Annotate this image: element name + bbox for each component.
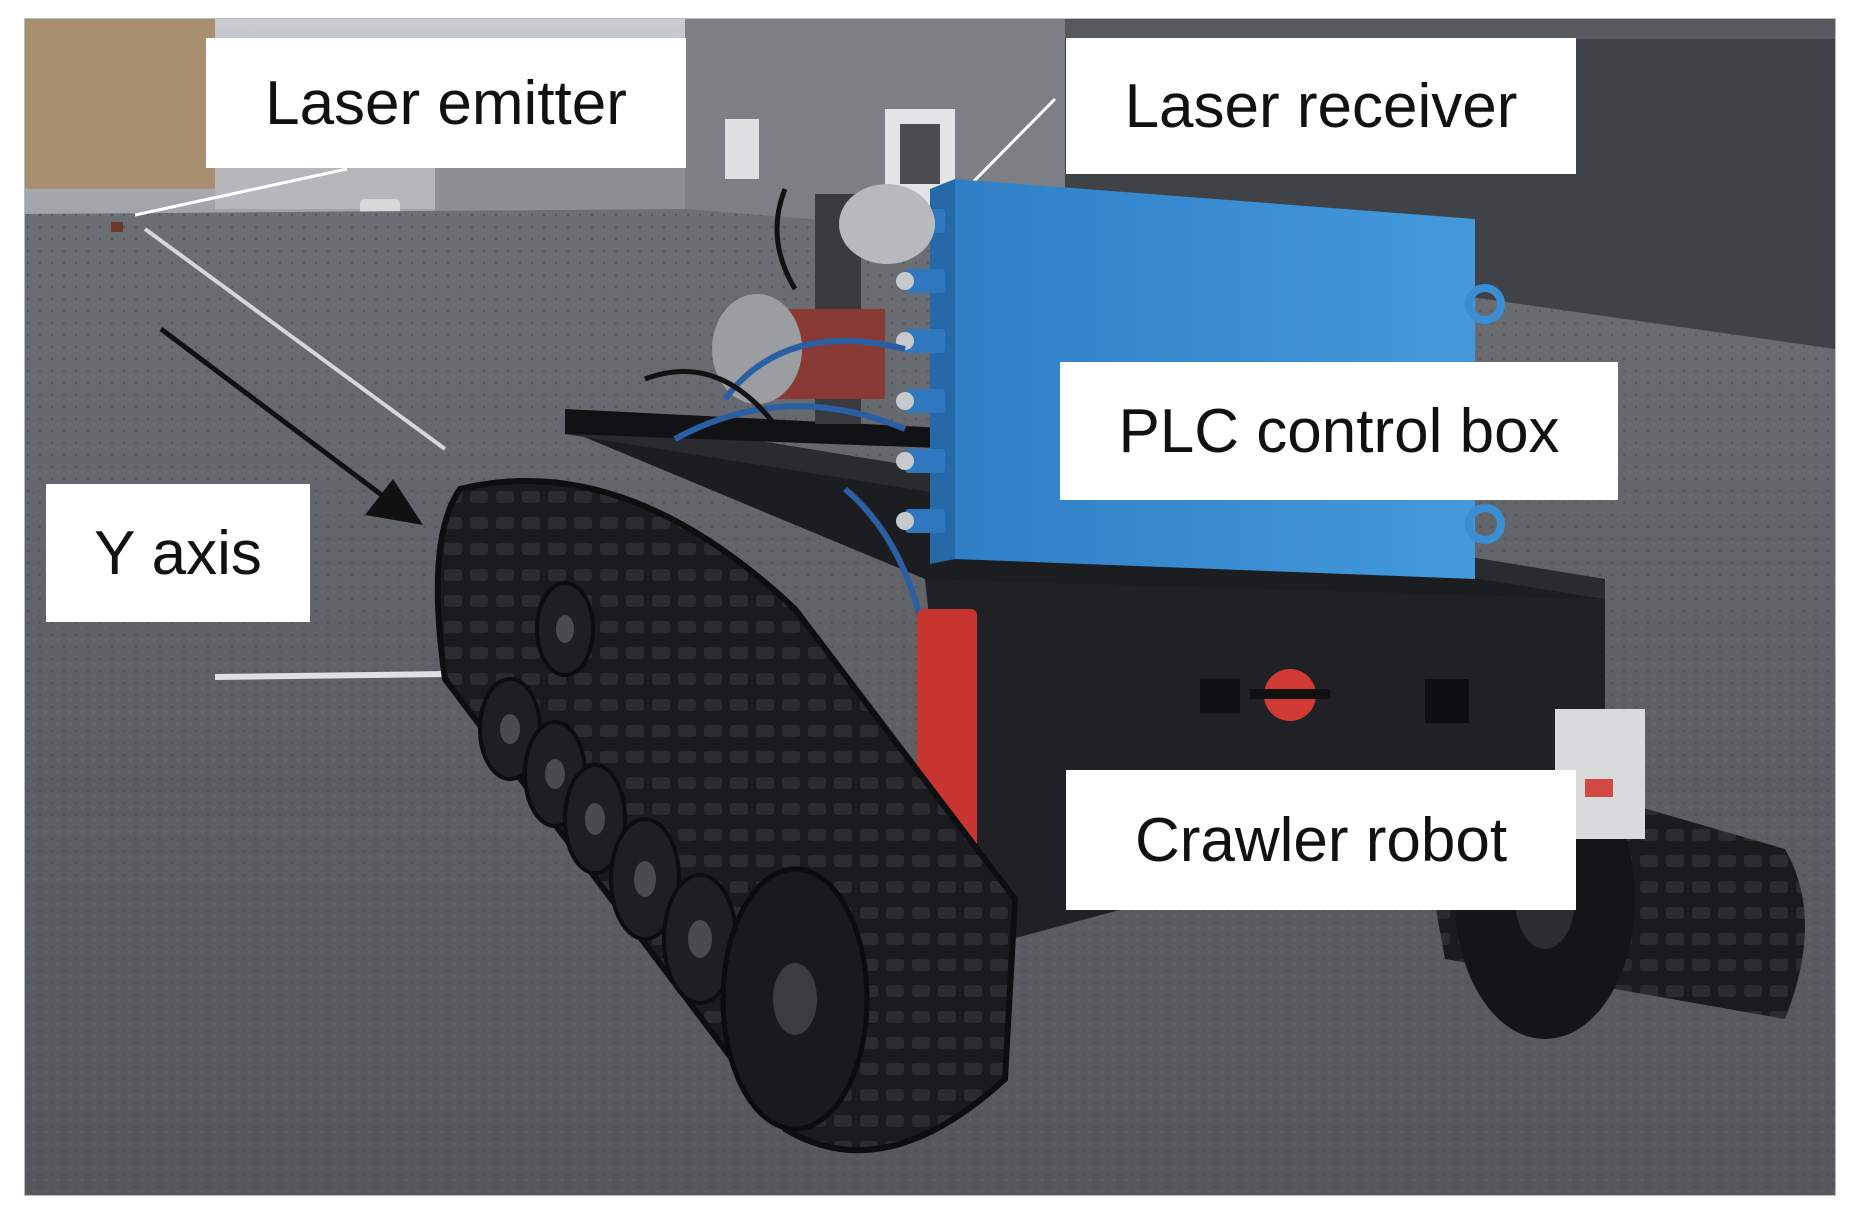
laser-emitter-device <box>111 222 123 232</box>
label-laser-receiver: Laser receiver <box>1066 38 1576 174</box>
label-laser-emitter: Laser emitter <box>206 38 686 168</box>
label-crawler-robot: Crawler robot <box>1066 770 1576 910</box>
label-plc-control-box: PLC control box <box>1060 362 1618 500</box>
emitter-pointer-line <box>134 167 348 217</box>
label-y-axis: Y axis <box>46 484 310 622</box>
y-axis-arrow <box>159 327 423 525</box>
